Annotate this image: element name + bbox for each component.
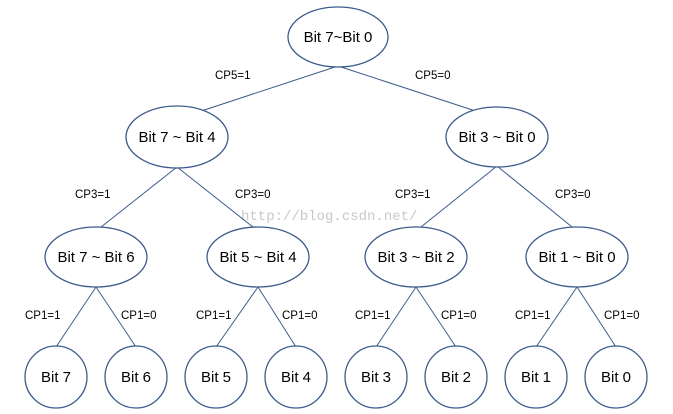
leaf-bit4-label: Bit 4 bbox=[281, 369, 311, 386]
leaf-bit5: Bit 5 bbox=[184, 345, 248, 409]
node-bit7-bit4-shape bbox=[125, 105, 229, 169]
edge-label-n32-b2: CP1=0 bbox=[441, 310, 476, 322]
nodes: Bit 7~Bit 0 Bit 7 ~ Bit 4 Bit 3 ~ Bit 0 … bbox=[24, 6, 648, 409]
edge-n74-n76 bbox=[95, 166, 178, 232]
edge-label-n54-b5: CP1=1 bbox=[196, 310, 231, 322]
edge-n32-b2 bbox=[415, 286, 457, 348]
leaf-bit3: Bit 3 bbox=[344, 345, 408, 409]
node-root: Bit 7~Bit 0 bbox=[287, 6, 389, 68]
node-bit5-bit4: Bit 5 ~ Bit 4 bbox=[206, 226, 310, 288]
edge-n10-b1 bbox=[535, 286, 578, 348]
leaf-bit1-label: Bit 1 bbox=[521, 369, 551, 386]
edge-label-n54-b4: CP1=0 bbox=[282, 310, 317, 322]
node-bit5-bit4-shape bbox=[206, 226, 310, 288]
edge-n74-n54 bbox=[176, 166, 259, 232]
leaf-bit5-shape bbox=[184, 345, 248, 409]
edge-label-n10-b1: CP1=1 bbox=[515, 310, 550, 322]
leaf-bit0-shape bbox=[584, 345, 648, 409]
edge-n32-b3 bbox=[375, 286, 417, 348]
node-bit3-bit0-shape bbox=[445, 106, 549, 168]
edge-label-n32-b3: CP1=1 bbox=[355, 310, 390, 322]
node-root-shape bbox=[287, 6, 389, 68]
node-bit7-bit6-label: Bit 7 ~ Bit 6 bbox=[57, 249, 134, 266]
node-root-label: Bit 7~Bit 0 bbox=[304, 29, 373, 46]
node-bit3-bit2: Bit 3 ~ Bit 2 bbox=[364, 226, 468, 288]
watermark-text: http://blog.csdn.net/ bbox=[241, 209, 417, 225]
edge-label-n76-b7: CP1=1 bbox=[25, 310, 60, 322]
node-bit5-bit4-label: Bit 5 ~ Bit 4 bbox=[219, 249, 296, 266]
edge-label-n30-n32: CP3=1 bbox=[395, 189, 430, 201]
leaf-bit6-label: Bit 6 bbox=[121, 369, 151, 386]
node-bit1-bit0: Bit 1 ~ Bit 0 bbox=[525, 226, 629, 288]
edge-n10-b0 bbox=[576, 286, 617, 348]
edge-label-n30-n10: CP3=0 bbox=[555, 189, 590, 201]
edge-root-n30 bbox=[337, 65, 498, 119]
leaf-bit4-shape bbox=[264, 345, 328, 409]
leaf-bit7: Bit 7 bbox=[24, 345, 88, 409]
edge-label-root-n30: CP5=0 bbox=[415, 70, 450, 82]
node-bit1-bit0-label: Bit 1 ~ Bit 0 bbox=[538, 249, 615, 266]
edge-label-n74-n76: CP3=1 bbox=[75, 189, 110, 201]
leaf-bit2: Bit 2 bbox=[424, 345, 488, 409]
node-bit7-bit4-label: Bit 7 ~ Bit 4 bbox=[138, 129, 215, 146]
edge-n30-n10 bbox=[496, 165, 578, 232]
node-bit7-bit4: Bit 7 ~ Bit 4 bbox=[125, 105, 229, 169]
edge-n54-b5 bbox=[215, 286, 259, 348]
node-bit1-bit0-shape bbox=[525, 226, 629, 288]
leaf-bit3-label: Bit 3 bbox=[361, 369, 391, 386]
leaf-bit6: Bit 6 bbox=[104, 345, 168, 409]
leaf-bit1-shape bbox=[504, 345, 568, 409]
edge-label-n74-n54: CP3=0 bbox=[235, 189, 270, 201]
leaf-bit6-shape bbox=[104, 345, 168, 409]
leaf-bit4: Bit 4 bbox=[264, 345, 328, 409]
edges bbox=[55, 65, 617, 348]
edge-n30-n32 bbox=[415, 165, 498, 232]
edge-label-n10-b0: CP1=0 bbox=[604, 310, 639, 322]
leaf-bit2-shape bbox=[424, 345, 488, 409]
leaf-bit3-shape bbox=[344, 345, 408, 409]
leaf-bit0: Bit 0 bbox=[584, 345, 648, 409]
leaf-bit7-shape bbox=[24, 345, 88, 409]
edge-n54-b4 bbox=[257, 286, 297, 348]
edge-label-root-n74: CP5=1 bbox=[215, 70, 250, 82]
node-bit3-bit0: Bit 3 ~ Bit 0 bbox=[445, 106, 549, 168]
leaf-bit2-label: Bit 2 bbox=[441, 369, 471, 386]
edge-labels: CP5=1 CP5=0 CP3=1 CP3=0 CP3=1 CP3=0 CP1=… bbox=[25, 70, 639, 322]
node-bit7-bit6: Bit 7 ~ Bit 6 bbox=[44, 226, 148, 288]
node-bit7-bit6-shape bbox=[44, 226, 148, 288]
leaf-bit5-label: Bit 5 bbox=[201, 369, 231, 386]
leaf-bit1: Bit 1 bbox=[504, 345, 568, 409]
node-bit3-bit2-label: Bit 3 ~ Bit 2 bbox=[377, 249, 454, 266]
edge-n76-b7 bbox=[55, 286, 97, 348]
edge-n76-b6 bbox=[95, 286, 137, 348]
leaf-bit7-label: Bit 7 bbox=[41, 369, 71, 386]
node-bit3-bit2-shape bbox=[364, 226, 468, 288]
leaf-bit0-label: Bit 0 bbox=[601, 369, 631, 386]
node-bit3-bit0-label: Bit 3 ~ Bit 0 bbox=[458, 129, 535, 146]
edge-label-n76-b6: CP1=0 bbox=[121, 310, 156, 322]
